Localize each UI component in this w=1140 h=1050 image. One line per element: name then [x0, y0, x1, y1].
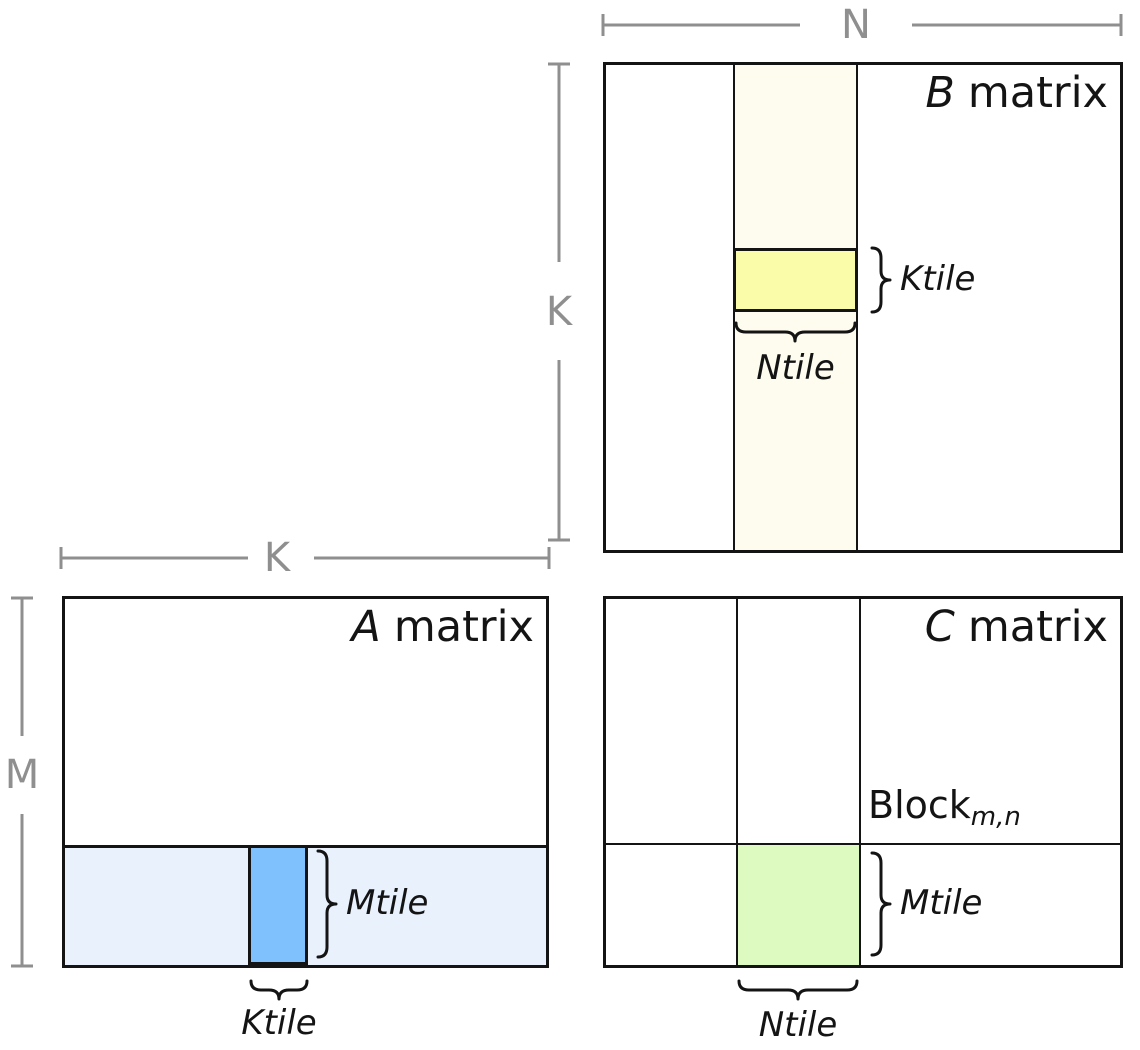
m-dimension-label: M — [4, 752, 40, 798]
a-matrix-title-word: matrix — [393, 602, 534, 652]
c-column-line-right — [859, 599, 861, 965]
a-ktile-brace-icon — [249, 979, 309, 1001]
b-ktile-brace-icon — [870, 246, 892, 314]
k-horizontal-extent-indicator: K — [56, 536, 556, 580]
n-extent-indicator: N — [598, 3, 1128, 47]
a-ktile-tile — [248, 845, 308, 965]
k-horizontal-dimension-label: K — [263, 535, 291, 581]
c-ntile-brace-icon — [737, 979, 859, 1001]
c-ntile-label: Ntile — [758, 1005, 838, 1045]
c-matrix-title-word: matrix — [967, 602, 1108, 652]
a-mtile-brace-icon — [316, 849, 338, 959]
m-extent-indicator: M — [0, 576, 44, 990]
k-vertical-extent-line — [548, 62, 570, 542]
k-vertical-extent-indicator: K — [537, 58, 581, 546]
c-block-tile — [738, 845, 859, 965]
k-vertical-dimension-label: K — [545, 289, 573, 335]
c-block-label-base: Block — [868, 783, 971, 827]
c-mtile-label: Mtile — [900, 883, 983, 924]
k-horizontal-extent-line — [59, 547, 551, 569]
c-column-line-left — [736, 599, 738, 965]
n-extent-line — [601, 14, 1123, 36]
b-ktile-tile — [733, 248, 858, 312]
b-matrix-title-letter: B — [925, 68, 955, 118]
c-row-line — [606, 843, 1120, 845]
c-mtile-brace-icon — [870, 851, 892, 957]
b-ntile-label: Ntile — [756, 348, 835, 388]
b-ktile-label: Ktile — [900, 259, 976, 300]
m-extent-line — [11, 596, 33, 968]
b-matrix-title-word: matrix — [967, 68, 1108, 118]
c-block-label: Blockm,n — [868, 782, 1021, 832]
c-block-label-subscript: m,n — [970, 802, 1021, 832]
c-matrix-title-letter: C — [924, 602, 955, 652]
a-matrix-title-letter: A — [351, 602, 381, 652]
a-mtile-label: Mtile — [346, 883, 429, 924]
b-ntile-brace-icon — [734, 321, 857, 343]
a-ktile-label: Ktile — [241, 1003, 317, 1043]
n-dimension-label: N — [841, 2, 871, 48]
